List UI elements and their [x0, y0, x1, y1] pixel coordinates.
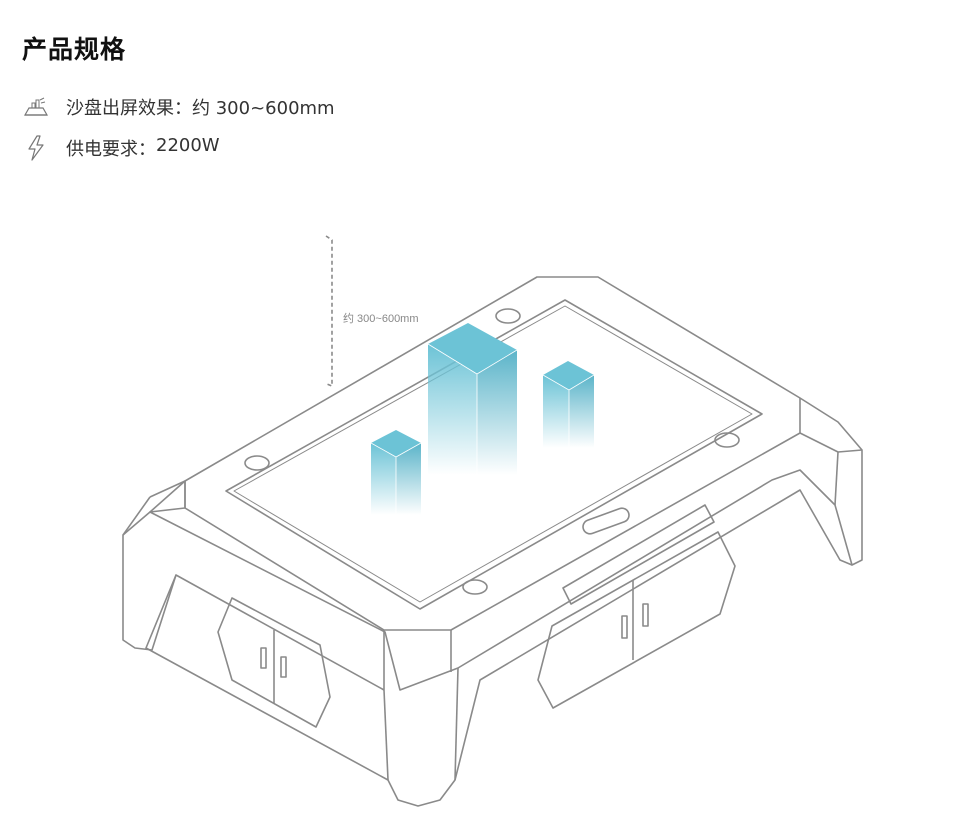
spec-row-projection: 沙盘出屏效果： 约 300~600mm	[22, 94, 335, 120]
projection-block-tall	[427, 323, 518, 475]
lightning-icon	[22, 135, 50, 161]
spec-row-power: 供电要求： 2200W	[22, 135, 220, 161]
projection-block-medium	[542, 361, 595, 448]
table-top	[149, 276, 863, 691]
dimension-label: 约 300~600mm	[343, 312, 419, 325]
spec-label: 沙盘出屏效果：	[66, 98, 192, 119]
spec-value: 约 300~600mm	[192, 98, 335, 119]
page-title: 产品规格	[22, 35, 127, 64]
dimension-line	[325, 235, 333, 387]
sandbox-table-illustration: 约 300~600mm	[122, 235, 863, 807]
projection-block-small	[370, 430, 422, 515]
spec-value: 2200W	[156, 135, 220, 156]
spec-label: 供电要求：	[66, 139, 156, 160]
sandbox-icon	[22, 94, 50, 120]
